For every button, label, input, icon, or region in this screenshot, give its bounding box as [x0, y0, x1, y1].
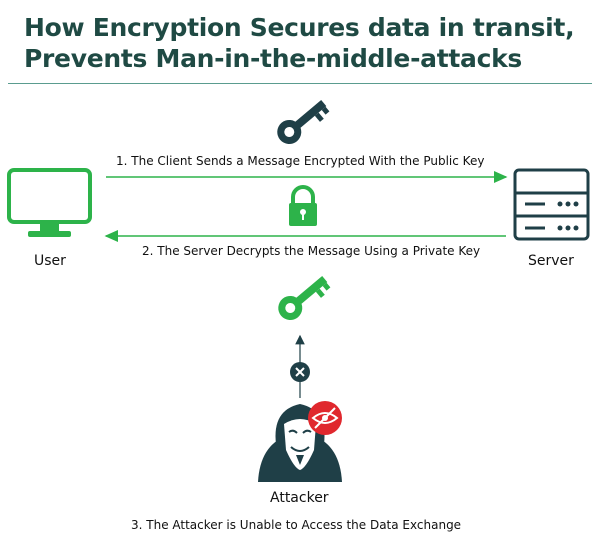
- private-key-icon: [278, 276, 331, 320]
- attacker-label: Attacker: [270, 490, 329, 506]
- public-key-icon: [277, 100, 330, 144]
- title-divider: [8, 83, 592, 84]
- lock-icon: [289, 185, 317, 226]
- step-3-label: 3. The Attacker is Unable to Access the …: [131, 518, 462, 532]
- user-label: User: [34, 253, 66, 269]
- blocked-x-icon: [290, 362, 310, 382]
- step-2-label: 2. The Server Decrypts the Message Using…: [142, 244, 481, 258]
- user-monitor-icon: [7, 168, 92, 237]
- eye-slash-icon: [308, 401, 342, 435]
- server-icon: [513, 168, 590, 241]
- page-title: How Encryption Secures data in transit, …: [24, 13, 575, 73]
- server-label: Server: [528, 253, 574, 269]
- step-1-label: 1. The Client Sends a Message Encrypted …: [116, 154, 485, 168]
